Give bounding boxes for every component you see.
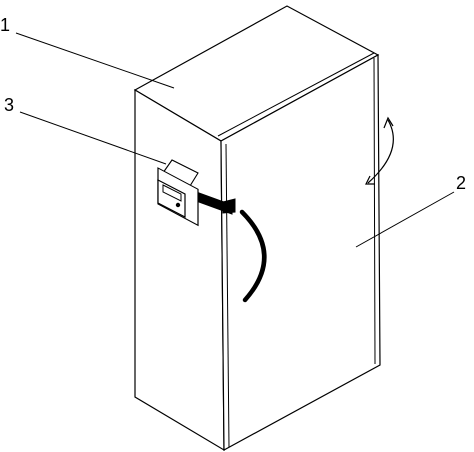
door-right-edge xyxy=(373,57,376,365)
door-swing-arrow xyxy=(367,119,394,184)
reference-label-3: 3 xyxy=(4,95,14,115)
display-screen xyxy=(162,184,182,202)
leader-line-1 xyxy=(15,32,175,89)
reference-label-1: 1 xyxy=(0,15,10,35)
cabinet-left-face xyxy=(134,88,225,452)
arrow-head-bottom-icon xyxy=(365,175,375,185)
reference-label-2: 2 xyxy=(456,173,466,193)
door-handle[interactable] xyxy=(239,209,267,303)
door-hinge-edge xyxy=(225,143,230,448)
control-button xyxy=(175,202,181,208)
sensor-tip xyxy=(222,198,236,214)
arrow-head-top-icon xyxy=(383,116,394,129)
top-face-inner-edge xyxy=(217,52,375,137)
leader-line-2 xyxy=(355,191,455,248)
leader-line-3 xyxy=(19,111,167,165)
cabinet-door[interactable] xyxy=(220,53,381,452)
